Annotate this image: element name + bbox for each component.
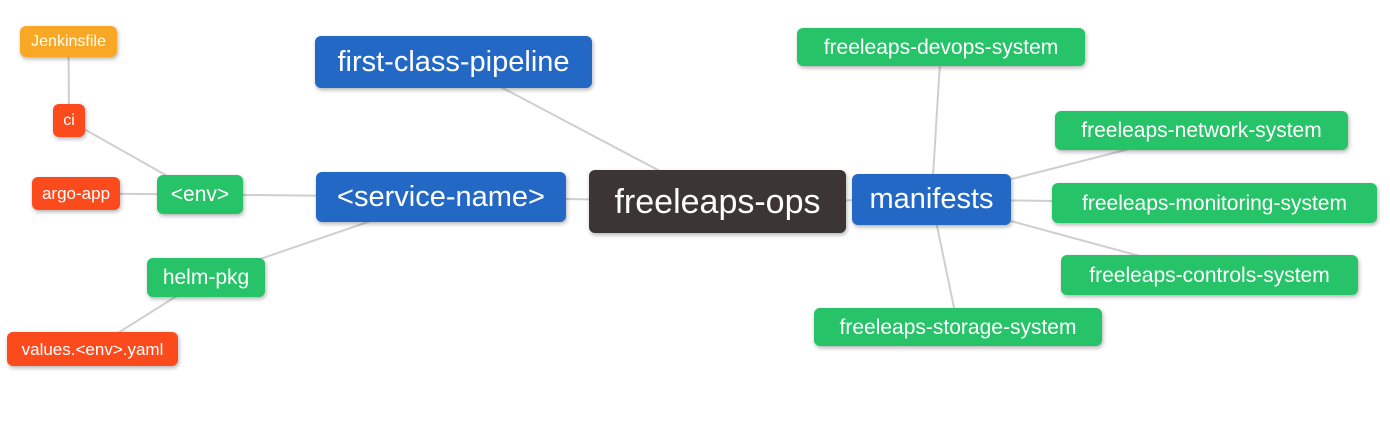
node-argo-app[interactable]: argo-app [32,177,120,210]
node-freeleaps-devops-system[interactable]: freeleaps-devops-system [797,28,1085,66]
node-manifests[interactable]: manifests [852,174,1011,225]
node-jenkinsfile[interactable]: Jenkinsfile [20,26,117,57]
node-helm-pkg[interactable]: helm-pkg [147,258,265,297]
node-values-env-yaml[interactable]: values.<env>.yaml [7,332,178,366]
node-ci[interactable]: ci [53,104,85,137]
node-freeleaps-monitoring-system[interactable]: freeleaps-monitoring-system [1052,183,1377,223]
node-freeleaps-network-system[interactable]: freeleaps-network-system [1055,111,1348,150]
node-service-name[interactable]: <service-name> [316,172,566,222]
node-freeleaps-storage-system[interactable]: freeleaps-storage-system [814,308,1102,346]
node-freeleaps-ops[interactable]: freeleaps-ops [589,170,846,233]
node-freeleaps-controls-system[interactable]: freeleaps-controls-system [1061,255,1358,295]
node-first-class-pipeline[interactable]: first-class-pipeline [315,36,592,88]
node-env[interactable]: <env> [157,175,243,214]
